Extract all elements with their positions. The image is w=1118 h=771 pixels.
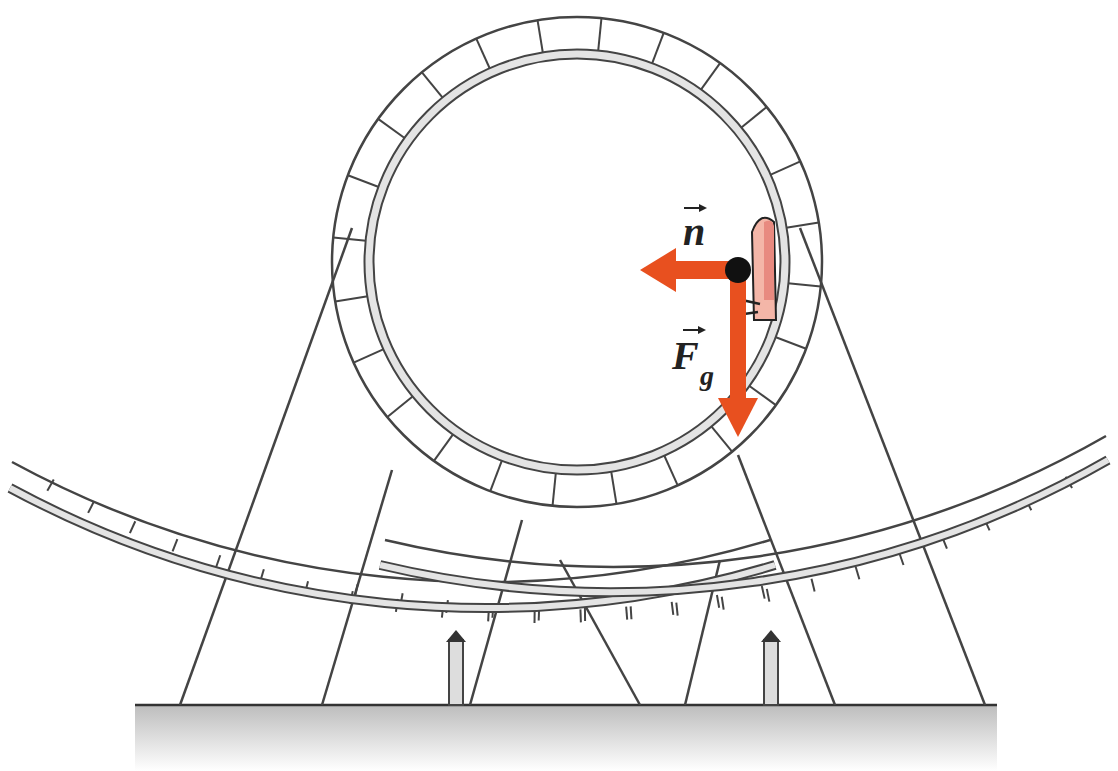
vector-symbol: g: [700, 362, 714, 390]
track-loop: [332, 17, 822, 507]
vector-symbol: n: [683, 212, 705, 252]
ground: [135, 705, 997, 771]
vector-symbol: F: [672, 336, 699, 376]
force-vectors: [640, 248, 758, 437]
track-arcs: [10, 436, 1108, 608]
support-pillars: [446, 630, 781, 705]
track-ties: [47, 18, 1072, 623]
